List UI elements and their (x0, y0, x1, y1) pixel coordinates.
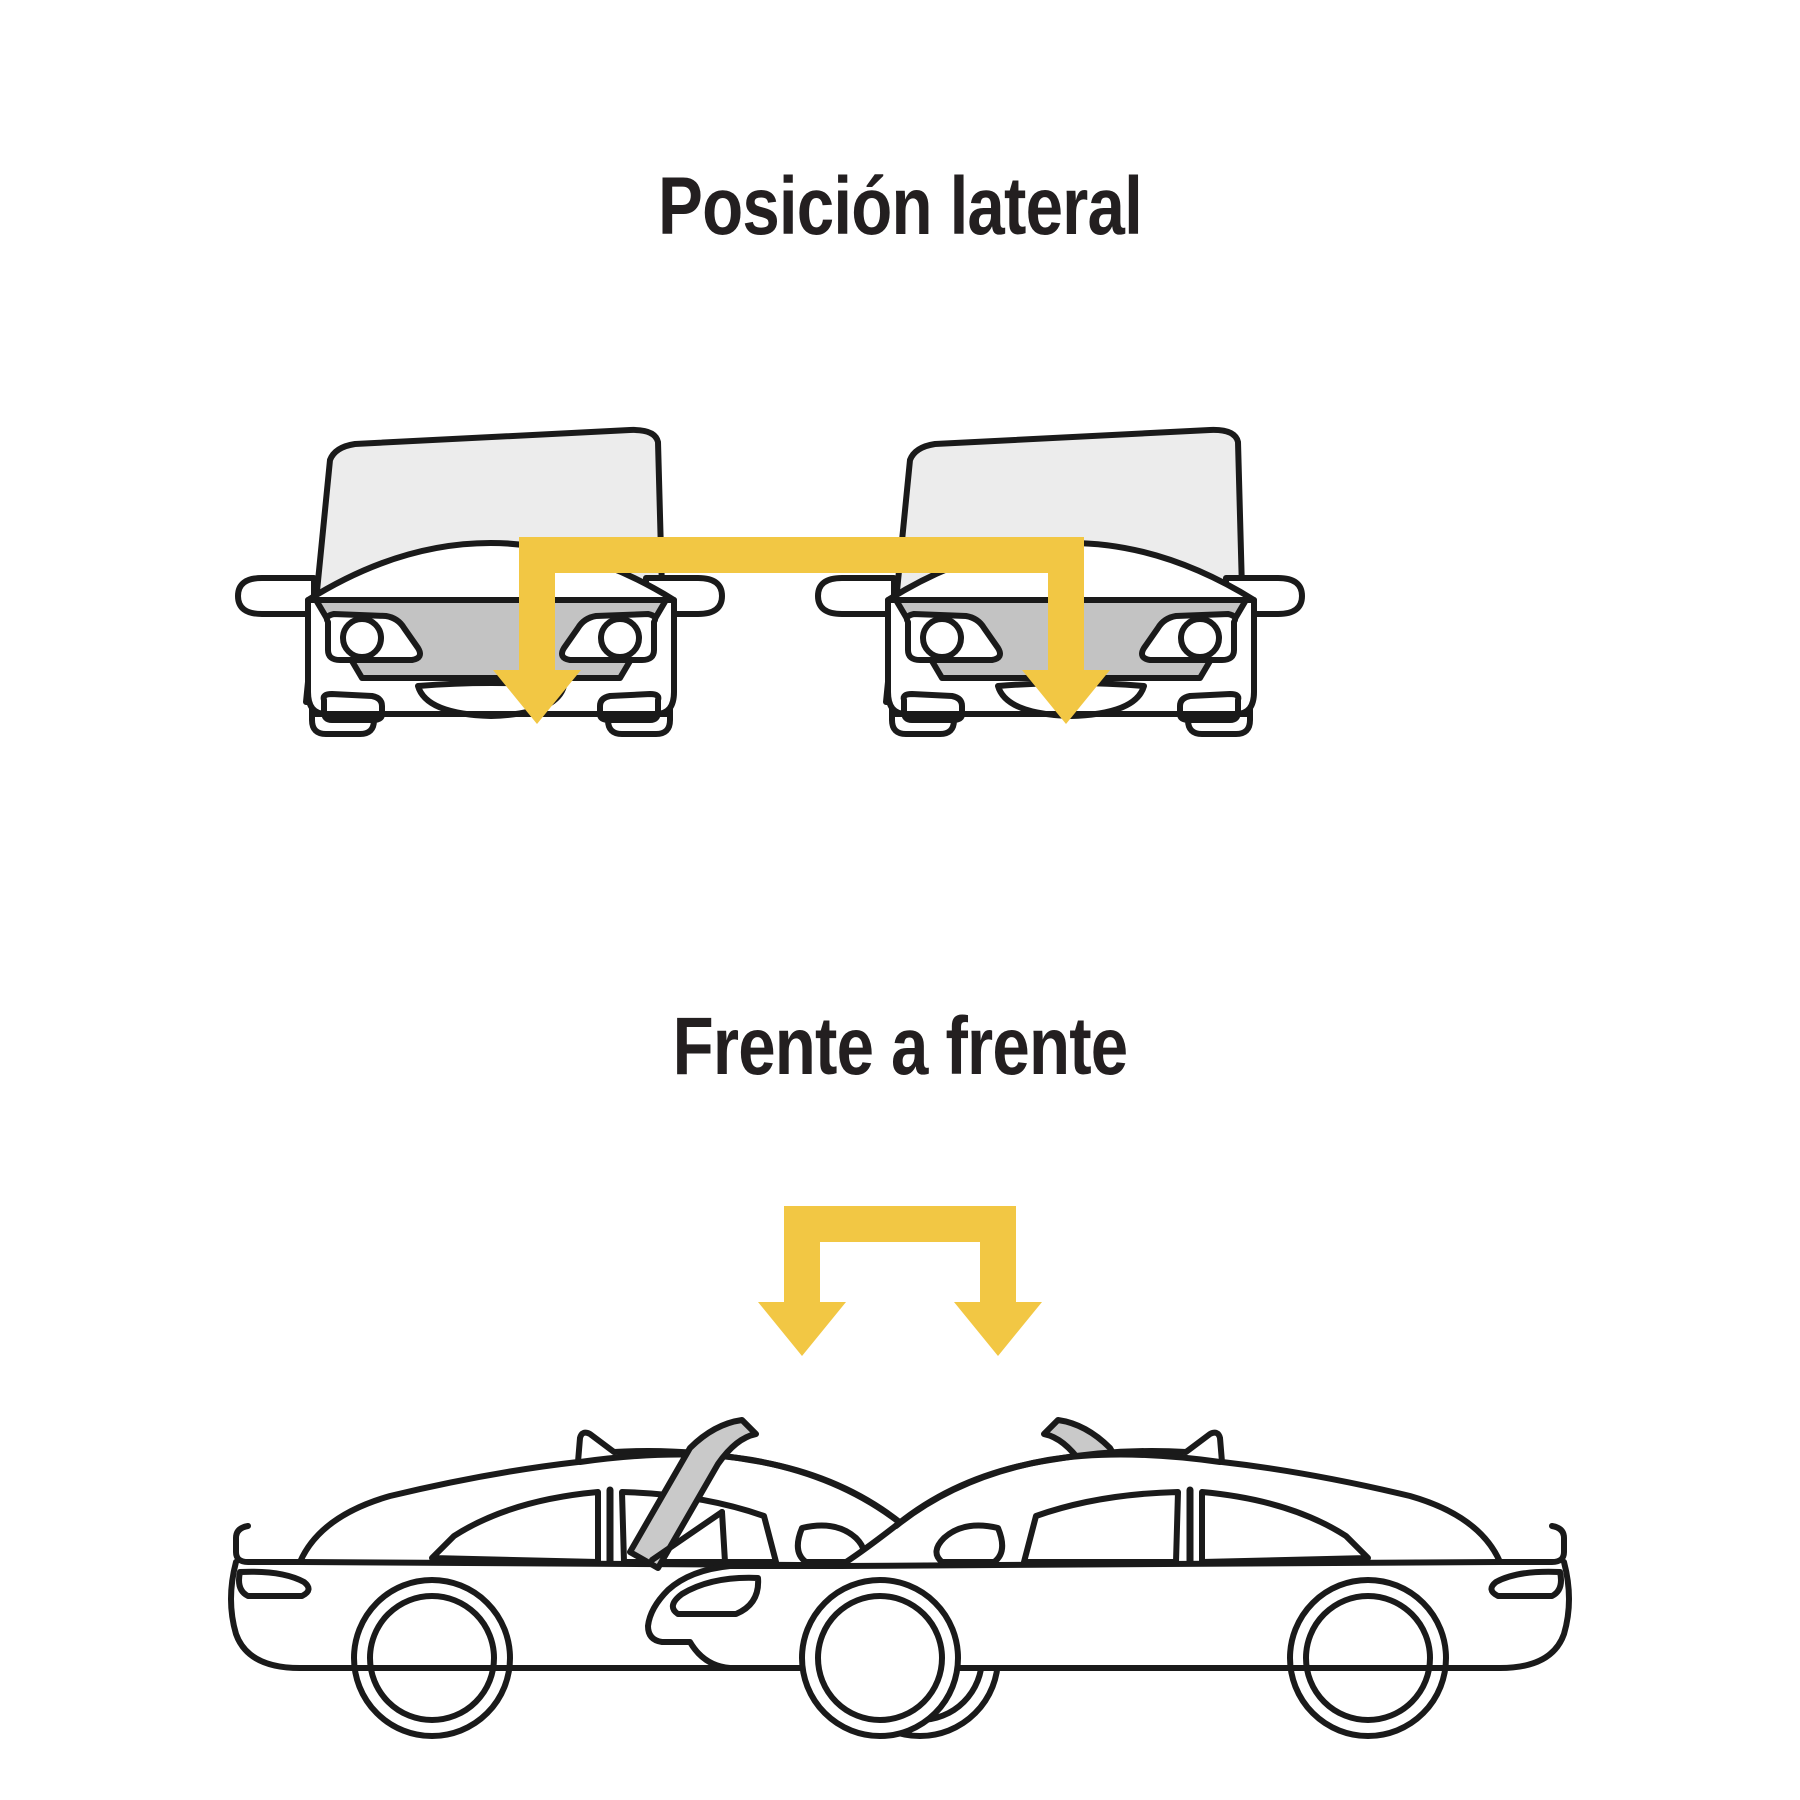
section-frente-a-frente: Frente a frente (0, 900, 1800, 1800)
front-view-diagram (0, 0, 1800, 900)
jumper-flow-connector-side (758, 1206, 1042, 1356)
page-title-posicion-lateral: Posición lateral (658, 161, 1143, 252)
jumper-flow-connector-front (493, 537, 1110, 724)
side-view-diagram (0, 900, 1800, 1800)
section-posicion-lateral: Posición lateral (0, 0, 1800, 900)
page-title-frente-a-frente: Frente a frente (672, 1001, 1129, 1092)
front-car-left (238, 430, 722, 734)
